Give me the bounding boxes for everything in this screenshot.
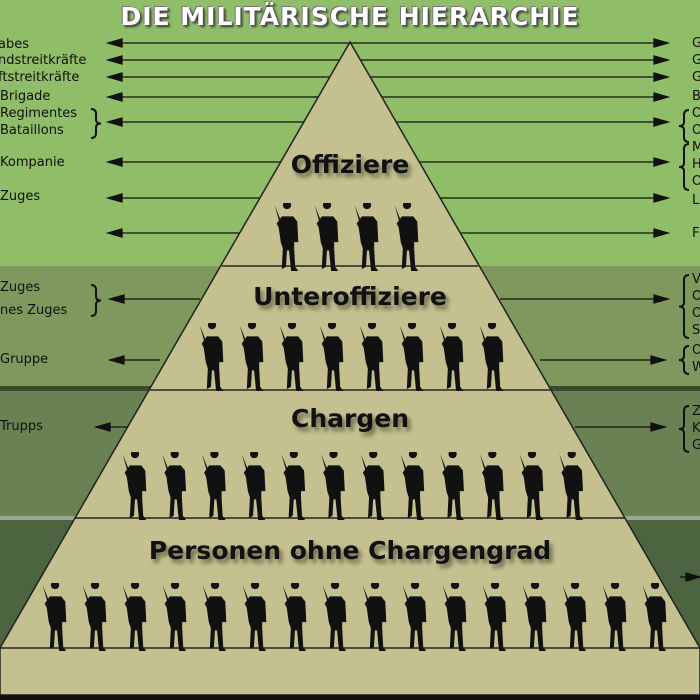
right-label: G (692, 36, 700, 51)
right-label: G (692, 70, 700, 85)
arrow-head-icon (105, 38, 123, 48)
arrow-head-icon (650, 355, 668, 365)
arrow-head-icon (93, 422, 111, 432)
arrow-head-icon (650, 422, 668, 432)
brace-icon (678, 274, 690, 339)
level-chargen: Chargen (291, 404, 409, 433)
right-label: W (692, 360, 700, 375)
right-label: L (692, 193, 700, 208)
arrow-head-icon (653, 193, 671, 203)
right-label: B (692, 89, 700, 104)
arrow-head-icon (685, 572, 700, 582)
arrow-head-icon (107, 294, 125, 304)
right-label: V (692, 272, 700, 287)
level-officers: Offiziere (290, 150, 410, 179)
arrow-head-icon (105, 157, 123, 167)
right-label: O (692, 123, 700, 138)
left-label: ftstreitkräfte (0, 70, 80, 85)
left-label: Zuges (0, 280, 41, 295)
right-label: O (692, 289, 700, 304)
right-label: G (692, 53, 700, 68)
arrow-head-icon (105, 92, 123, 102)
left-label: Zuges (0, 189, 41, 204)
arrow-head-icon (105, 228, 123, 238)
right-label: K (692, 421, 700, 436)
brace-icon (678, 109, 690, 143)
left-label: Trupps (0, 419, 43, 434)
arrow-head-icon (653, 117, 671, 127)
left-label: Kompanie (0, 155, 65, 170)
right-label: G (692, 438, 700, 453)
arrow-head-icon (653, 72, 671, 82)
diagram-title: DIE MILITÄRISCHE HIERARCHIE (120, 2, 580, 31)
level-ncos: Unteroffiziere (253, 282, 447, 311)
arrow-head-icon (105, 193, 123, 203)
arrow-head-icon (653, 92, 671, 102)
level-no-rank: Personen ohne Chargengrad (148, 536, 552, 565)
left-label: Brigade (0, 89, 51, 104)
arrow-head-icon (653, 294, 671, 304)
brace-icon (90, 108, 102, 139)
arrow-head-icon (653, 157, 671, 167)
arrow-head-icon (107, 355, 125, 365)
right-label: S (692, 323, 700, 338)
right-label: Z (692, 404, 700, 419)
arrow-head-icon (105, 55, 123, 65)
arrow-head-icon (105, 117, 123, 127)
arrow-head-icon (653, 55, 671, 65)
right-label: O (692, 106, 700, 121)
left-label: Regimentes (0, 106, 78, 121)
brace-icon (678, 405, 690, 453)
left-label: ndstreitkräfte (0, 53, 87, 68)
left-label: Bataillons (0, 123, 64, 138)
right-label: H (692, 157, 700, 172)
right-label: O (692, 174, 700, 189)
arrow-head-icon (653, 228, 671, 238)
right-label: O (692, 343, 700, 358)
left-label: Gruppe (0, 352, 49, 367)
left-label: nes Zuges (0, 303, 68, 318)
right-label: O (692, 306, 700, 321)
arrow-head-icon (653, 38, 671, 48)
arrow-head-icon (105, 72, 123, 82)
left-label: abes (0, 37, 29, 52)
right-label: M (692, 140, 700, 155)
brace-icon (678, 345, 690, 375)
brace-icon (678, 143, 690, 191)
right-label: F (692, 226, 700, 241)
brace-icon (90, 284, 102, 317)
